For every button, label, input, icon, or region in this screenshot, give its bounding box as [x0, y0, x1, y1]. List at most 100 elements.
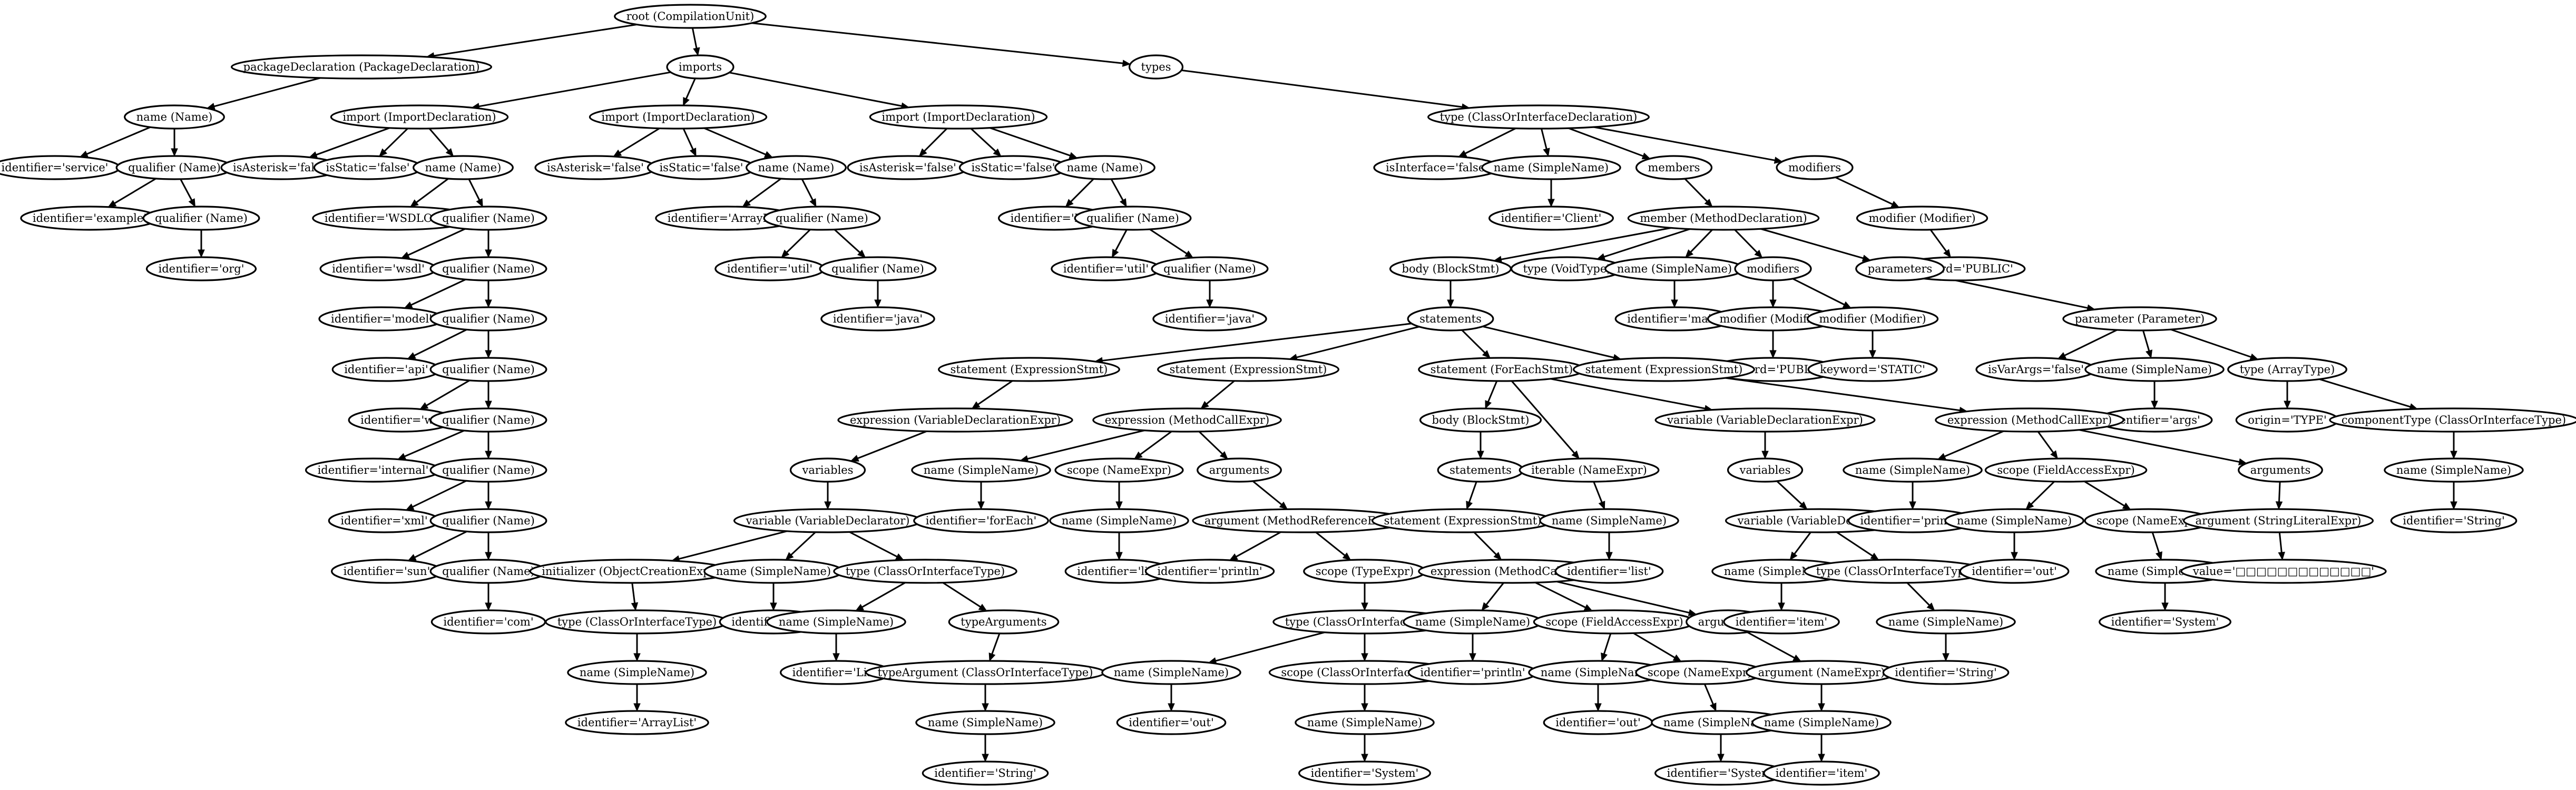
node-ellipse [565, 710, 709, 735]
node-label: type (ClassOrInterfaceDeclaration) [1440, 111, 1638, 123]
edge-s2-arg-to-s2-arg-id [1229, 531, 1281, 561]
arrowhead [683, 97, 690, 106]
edge-line [942, 582, 981, 608]
edge-param-to-p-type [2170, 328, 2259, 360]
node-label: identifier='item' [1736, 616, 1827, 628]
nodes-layer: root (CompilationUnit)packageDeclaration… [0, 4, 2576, 786]
node-ellipse [1407, 306, 1494, 331]
edge-line [1836, 531, 1873, 557]
tree-node-s3-iter: iterable (NameExpr) [1519, 457, 1660, 483]
node-label: isVarArgs='false' [1988, 363, 2084, 376]
edge-line [861, 582, 906, 608]
edge-imp3-to-imp3-ast [918, 128, 948, 157]
node-ellipse [1855, 256, 1945, 281]
tree-node-s4-expr: expression (MethodCallExpr) [1935, 407, 2124, 433]
tree-node-p-comp-name: name (SimpleName) [2384, 457, 2524, 483]
edge-line [977, 380, 1013, 405]
tree-node-imp1-name: name (Name) [413, 155, 514, 180]
arrowhead [874, 299, 881, 308]
node-ellipse [948, 609, 1060, 635]
edge-type-to-t-isif [1458, 128, 1516, 157]
node-ellipse [1128, 54, 1184, 80]
edge-line [1482, 325, 1614, 358]
arrowhead [2025, 501, 2034, 510]
node-label: argument (MethodReferenceExpr) [1204, 514, 1398, 527]
node-ellipse [911, 457, 1051, 483]
tree-node-imp1-st: isStatic='false' [313, 155, 423, 180]
arrowhead [1361, 754, 1368, 763]
arrowhead [918, 148, 927, 157]
node-ellipse [2238, 457, 2323, 483]
arrowhead [1761, 451, 1769, 460]
arrowhead [781, 249, 790, 258]
tree-node-s2-arg-scope: scope (TypeExpr) [1303, 559, 1426, 584]
edge-line [180, 179, 193, 201]
node-label: isStatic='false' [659, 161, 743, 174]
node-label: componentType (ClassOrInterfaceType) [2342, 414, 2566, 426]
edge-line [1906, 582, 1930, 606]
arrowhead [1543, 148, 1550, 157]
edge-line [748, 178, 782, 203]
node-label: name (Name) [758, 161, 835, 174]
node-label: scope (NameExpr) [1067, 464, 1171, 476]
edge-line [2037, 431, 2054, 453]
arrowhead [1891, 201, 1900, 208]
edge-s3-vars-to-s3-vd [1776, 480, 1808, 510]
node-label: identifier='Client' [1501, 212, 1602, 225]
tree-node-m-name: name (SimpleName) [1604, 256, 1745, 281]
edge-s2-to-s2-expr [1200, 380, 1235, 409]
edge-imp3-q2-to-imp3-q2-id [1206, 280, 1213, 308]
edge-imp1-q3-to-imp1-q4 [485, 330, 492, 359]
edge-line [478, 71, 671, 108]
arrowhead [1115, 552, 1123, 561]
node-ellipse [1959, 559, 2070, 584]
arrowhead [857, 249, 866, 258]
tree-node-stmts: statements [1407, 306, 1494, 331]
edge-line [1473, 531, 1497, 555]
node-ellipse [1427, 104, 1650, 130]
node-label: identifier='forEach' [926, 514, 1036, 527]
arrowhead [1605, 552, 1613, 561]
node-ellipse [1101, 660, 1241, 685]
edge-line [703, 127, 766, 155]
edge-line [86, 126, 151, 155]
arrowhead [2450, 451, 2457, 460]
arrowhead [1361, 703, 1368, 712]
tree-node-s1-init: initializer (ObjectCreationExpr) [529, 559, 732, 584]
edge-s2-scope-to-s2-scope-name [1115, 482, 1123, 510]
edge-imp1-q6-to-imp1-q6-id [405, 480, 467, 511]
arrowhead [809, 198, 817, 208]
node-label: identifier='wsdl' [332, 262, 425, 275]
arrowhead [1793, 654, 1802, 662]
node-label: argument (StringLiteralExpr) [2196, 514, 2362, 527]
node-label: name (SimpleName) [716, 565, 831, 578]
edge-imp3-to-imp3-name [990, 127, 1078, 159]
node-ellipse [413, 155, 514, 180]
edge-root-to-imports [691, 27, 700, 56]
node-ellipse [1481, 155, 1621, 180]
arrowhead [633, 703, 641, 712]
tree-node-s4: statement (ExpressionStmt) [1573, 357, 1755, 382]
tree-node-imp1-q7: qualifier (Name) [429, 508, 547, 533]
arrowhead [397, 453, 407, 460]
edge-p-comp-to-p-comp-name [2450, 432, 2457, 460]
node-ellipse [1654, 407, 1876, 433]
tree-node-s3-vdt-name: name (SimpleName) [1876, 609, 2016, 635]
edge-s3-vd-to-s3-vd-name [1789, 532, 1811, 561]
edge-s3-iter-to-s3-iter-name [1593, 481, 1605, 510]
edge-line [214, 77, 321, 108]
node-label: expression (VariableDeclarationExpr) [850, 414, 1061, 426]
edge-line [1102, 323, 1412, 362]
arrowhead [1842, 301, 1852, 308]
tree-node-s3-es-name: name (SimpleName) [1528, 660, 1668, 685]
edge-root-to-types [751, 22, 1131, 67]
edge-line [1568, 127, 1643, 157]
tree-node-imports: imports [666, 54, 734, 80]
node-ellipse [922, 760, 1049, 786]
arrowhead [982, 754, 989, 763]
arrowhead [1943, 249, 1951, 258]
edge-imp1-q1-to-imp1-q1-id [400, 228, 466, 259]
edge-m-params-to-param [1934, 275, 2095, 311]
edge-s2-arg-type-to-s2-at-scope [1361, 633, 1368, 662]
edge-s2-scope-name-to-s2-scope-id [1115, 532, 1123, 561]
